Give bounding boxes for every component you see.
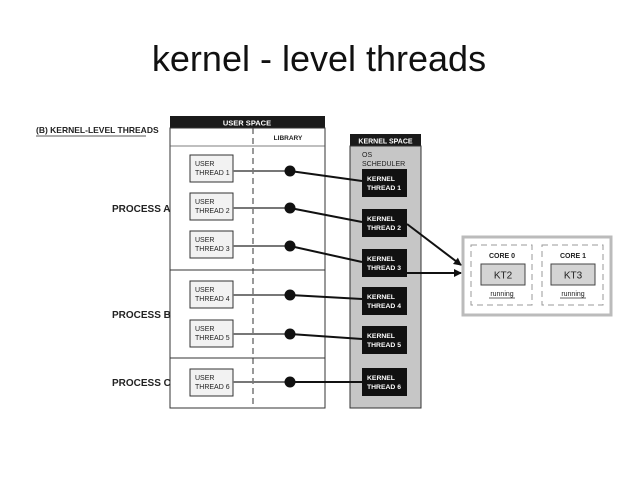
- user-thread-5-box: [189, 319, 234, 348]
- user-thread-2-line1: USER: [195, 199, 214, 206]
- user-thread-2-line2: THREAD 2: [195, 208, 230, 215]
- user-thread-4-line1: USER: [195, 287, 214, 294]
- core-0-thread-box: [480, 263, 526, 286]
- core-1: CORE 1 KT3 running: [541, 244, 604, 306]
- user-thread-4-line2: THREAD 4: [195, 296, 230, 303]
- kernel-thread-3-box: [362, 249, 407, 277]
- core-0: CORE 0 KT2 running: [470, 244, 533, 306]
- kernel-thread-2-box: [362, 209, 407, 237]
- kernel-thread-3-line1: KERNEL: [367, 256, 395, 263]
- kernel-thread-3: KERNEL THREAD 3: [362, 249, 407, 277]
- user-thread-4-box: [189, 280, 234, 309]
- user-thread-2-box: [189, 192, 234, 221]
- core-1-label: CORE 1: [560, 253, 586, 260]
- core-0-label: CORE 0: [489, 253, 515, 260]
- kernel-thread-1-line2: THREAD 1: [367, 185, 401, 192]
- kernel-thread-1: KERNEL THREAD 1: [362, 169, 407, 197]
- process-c-label: PROCESS C: [112, 378, 171, 389]
- kernel-thread-2-line1: KERNEL: [367, 216, 395, 223]
- core-0-status: running: [490, 291, 513, 298]
- kernel-thread-4-line2: THREAD 4: [367, 303, 401, 310]
- user-thread-3-box: [189, 230, 234, 259]
- user-thread-5-line2: THREAD 5: [195, 335, 230, 342]
- user-thread-1-line2: THREAD 1: [195, 170, 230, 177]
- kernel-thread-6-box: [362, 368, 407, 396]
- kernel-thread-6-line2: THREAD 6: [367, 384, 401, 391]
- mapping-line-3: [289, 245, 363, 263]
- kernel-thread-5-line2: THREAD 5: [367, 342, 401, 349]
- mapping-line-1: [289, 170, 363, 182]
- kernel-thread-2: KERNEL THREAD 2: [362, 209, 407, 237]
- kernel-thread-5: KERNEL THREAD 5: [362, 326, 407, 354]
- user-thread-3: USER THREAD 3: [189, 230, 296, 259]
- kernel-thread-4-box: [362, 287, 407, 315]
- kernel-thread-6-line1: KERNEL: [367, 375, 395, 382]
- core-0-thread-label: KT2: [494, 271, 513, 282]
- core-0-outline: [470, 244, 533, 306]
- process-b-label: PROCESS B: [112, 310, 171, 321]
- kernel-thread-2-line2: THREAD 2: [367, 225, 401, 232]
- core-1-thread-box: [550, 263, 596, 286]
- user-thread-5-line1: USER: [195, 326, 214, 333]
- library-label: LIBRARY: [274, 135, 303, 142]
- kernel-thread-5-line1: KERNEL: [367, 333, 395, 340]
- kernel-thread-1-box: [362, 169, 407, 197]
- os-scheduler-label-line1: OS: [362, 152, 372, 159]
- kernel-thread-6: KERNEL THREAD 6: [362, 368, 407, 396]
- mapping-line-4: [289, 294, 363, 300]
- user-space-header-label: USER SPACE: [223, 119, 271, 128]
- core-1-outline: [541, 244, 604, 306]
- user-thread-6-line2: THREAD 6: [195, 384, 230, 391]
- user-thread-3-line2: THREAD 3: [195, 246, 230, 253]
- kt2-to-core0-arrow: [406, 223, 462, 266]
- core-1-status: running: [561, 291, 584, 298]
- user-thread-1: USER THREAD 1: [189, 154, 296, 183]
- user-thread-6-box: [189, 368, 234, 397]
- user-space-header: [170, 116, 325, 128]
- user-thread-5: USER THREAD 5: [189, 319, 296, 348]
- user-thread-1-line1: USER: [195, 161, 214, 168]
- kernel-thread-1-line1: KERNEL: [367, 176, 395, 183]
- kernel-thread-4: KERNEL THREAD 4: [362, 287, 407, 315]
- user-thread-3-line1: USER: [195, 237, 214, 244]
- user-thread-1-box: [189, 154, 234, 183]
- kernel-thread-3-line2: THREAD 3: [367, 265, 401, 272]
- user-thread-4: USER THREAD 4: [189, 280, 296, 309]
- core-1-thread-label: KT3: [564, 271, 583, 282]
- kernel-thread-5-box: [362, 326, 407, 354]
- diagram-label: (B) KERNEL-LEVEL THREADS: [36, 125, 159, 135]
- os-scheduler-label-line2: SCHEDULER: [362, 161, 405, 168]
- page-title: kernel - level threads: [151, 38, 487, 79]
- process-a-label: PROCESS A: [112, 204, 171, 215]
- mapping-line-5: [289, 333, 363, 340]
- kernel-space-header-label: KERNEL SPACE: [358, 139, 413, 146]
- kernel-space-header: [350, 134, 421, 146]
- user-thread-6-line1: USER: [195, 375, 214, 382]
- kernel-thread-4-line1: KERNEL: [367, 294, 395, 301]
- mapping-line-2: [289, 207, 363, 223]
